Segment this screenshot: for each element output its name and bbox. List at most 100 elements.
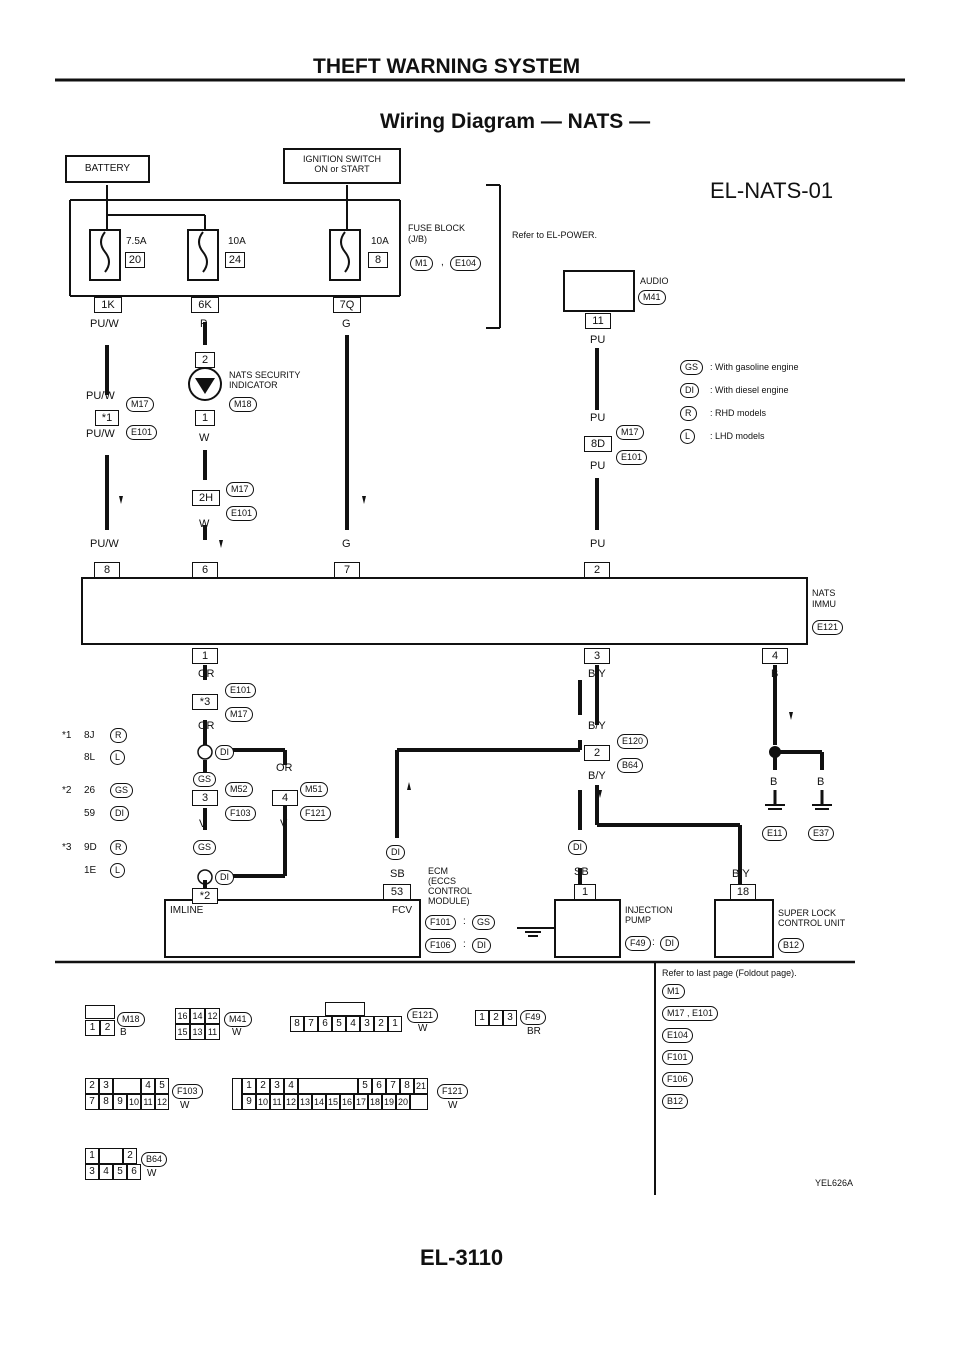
face-f121-pin-13: 13: [298, 1094, 312, 1110]
wire-puw-2: PU/W: [86, 390, 115, 402]
note-3-a-tag: R: [110, 840, 127, 855]
tag-di-4: DI: [472, 938, 491, 953]
audio-box: [563, 270, 635, 312]
face-b64-color: W: [147, 1168, 157, 1179]
ignition-label: IGNITION SWITCH: [303, 154, 381, 164]
page-number: EL-3110: [420, 1245, 504, 1270]
terminal-1k: 1K: [94, 297, 122, 313]
immu-pin-7: 7: [334, 562, 360, 578]
face-f121-pin-1: 1: [242, 1078, 256, 1094]
ref-m1: M1: [662, 984, 685, 999]
face-f103-pin-9: 9: [113, 1094, 127, 1110]
pin-star3: *3: [192, 694, 218, 710]
note-1-a: 8J: [84, 730, 95, 741]
fuse-1-number: 20: [125, 252, 145, 268]
conn-f101: F101: [425, 915, 456, 930]
face-f121-left: [232, 1078, 242, 1110]
fuse-2-number: 24: [225, 252, 245, 268]
battery-box: BATTERY: [65, 155, 150, 183]
face-f103-pin-8: 8: [99, 1094, 113, 1110]
conn-e101-a: E101: [126, 425, 158, 440]
face-f121-conn: F121: [437, 1084, 468, 1099]
immu-label-2: IMMU: [812, 599, 836, 609]
indicator-label-2: INDICATOR: [229, 380, 278, 390]
face-f121-pin-12: 12: [284, 1094, 298, 1110]
wire-w-1: W: [199, 432, 210, 444]
ecm-pin-53: 53: [383, 884, 411, 900]
legend-tag-l: L: [680, 429, 696, 444]
wire-puw-3: PU/W: [86, 428, 115, 440]
face-f121-pin-4: 4: [284, 1078, 298, 1094]
ignition-switch-box: IGNITION SWITCH ON or START: [283, 148, 401, 184]
tag-gs-3: GS: [472, 915, 496, 930]
ecm-label-3: CONTROL: [428, 886, 473, 896]
wire-pu-2: PU: [590, 412, 606, 424]
immu-pin-2: 2: [584, 562, 610, 578]
colon-3: :: [652, 937, 655, 948]
wire-w-2: W: [199, 518, 210, 530]
fcv-label: FCV: [392, 905, 412, 916]
imline-label: IMLINE: [170, 905, 204, 916]
face-f103-pin-11: 11: [141, 1094, 155, 1110]
face-f49-color: BR: [527, 1026, 541, 1037]
conn-f106: F106: [425, 938, 456, 953]
indicator-pin-1: 1: [195, 410, 215, 426]
face-f103-pin-12: 12: [155, 1094, 169, 1110]
face-e121-pin-8: 8: [290, 1016, 304, 1032]
face-b64-conn: B64: [141, 1152, 168, 1167]
conn-e121: E121: [812, 620, 844, 635]
face-m41-conn: M41: [224, 1012, 252, 1027]
legend-text-r: : RHD models: [710, 408, 767, 418]
wire-or-3: OR: [276, 762, 293, 774]
face-m41-pin-14: 14: [190, 1008, 205, 1024]
wire-puw-1: PU/W: [90, 318, 119, 330]
conn-m17-b: M17: [226, 482, 254, 497]
refer-power: Refer to EL-POWER.: [512, 230, 598, 240]
face-f103-pin-7: 7: [85, 1094, 99, 1110]
wire-b-2: B: [770, 776, 778, 788]
face-e121-pin-4: 4: [346, 1016, 360, 1032]
wire-b-1: B: [771, 668, 779, 680]
face-f121-pin-19: 19: [382, 1094, 396, 1110]
conn-e11: E11: [762, 826, 788, 841]
superlock-label-1: SUPER LOCK: [778, 908, 837, 918]
pin-2-pump: 2: [584, 745, 610, 761]
fuse-1-amp: 7.5A: [126, 236, 147, 247]
face-m18-top: [85, 1005, 115, 1019]
ref-b12: B12: [662, 1094, 689, 1109]
face-f49-pin-1: 1: [475, 1010, 489, 1026]
pin-3-ecm: 3: [192, 790, 218, 806]
immu-pin-4: 4: [762, 648, 788, 664]
pin-2h: 2H: [192, 490, 220, 506]
note-1-a-tag: R: [110, 728, 127, 743]
wire-by-1: B/Y: [588, 668, 606, 680]
face-f121-pin-6: 6: [372, 1078, 386, 1094]
pin-star1: *1: [95, 410, 119, 426]
pump-label-2: PUMP: [625, 915, 652, 925]
page-subtitle: Wiring Diagram — NATS —: [380, 110, 651, 133]
face-f103-conn: F103: [172, 1084, 203, 1099]
face-f121-pin-5: 5: [358, 1078, 372, 1094]
ref-e104: E104: [662, 1028, 694, 1043]
conn-e101-d: E101: [225, 683, 257, 698]
face-f121-color: W: [448, 1100, 458, 1111]
wire-by-4: B/Y: [732, 868, 750, 880]
tag-di-2: DI: [215, 870, 234, 885]
face-f103-pin-3: 3: [99, 1078, 113, 1094]
legend-text-l: : LHD models: [710, 431, 765, 441]
face-m41-pin-15: 15: [175, 1024, 190, 1040]
immu-pin-8: 8: [94, 562, 120, 578]
face-f121-pin-7: 7: [386, 1078, 400, 1094]
ecm-label-2: (ECCS: [428, 876, 457, 886]
tag-di-6: DI: [660, 936, 679, 951]
ref-f101: F101: [662, 1050, 693, 1065]
face-m18-color: B: [120, 1027, 127, 1038]
battery-label: BATTERY: [84, 163, 131, 174]
face-f103-color: W: [180, 1100, 190, 1111]
face-f103-pin-10: 10: [127, 1094, 141, 1110]
face-m18-pin-2: 2: [100, 1020, 115, 1036]
face-f121-pin-10: 10: [256, 1094, 270, 1110]
tag-gs-2: GS: [193, 840, 217, 855]
conn-b64: B64: [617, 758, 644, 773]
